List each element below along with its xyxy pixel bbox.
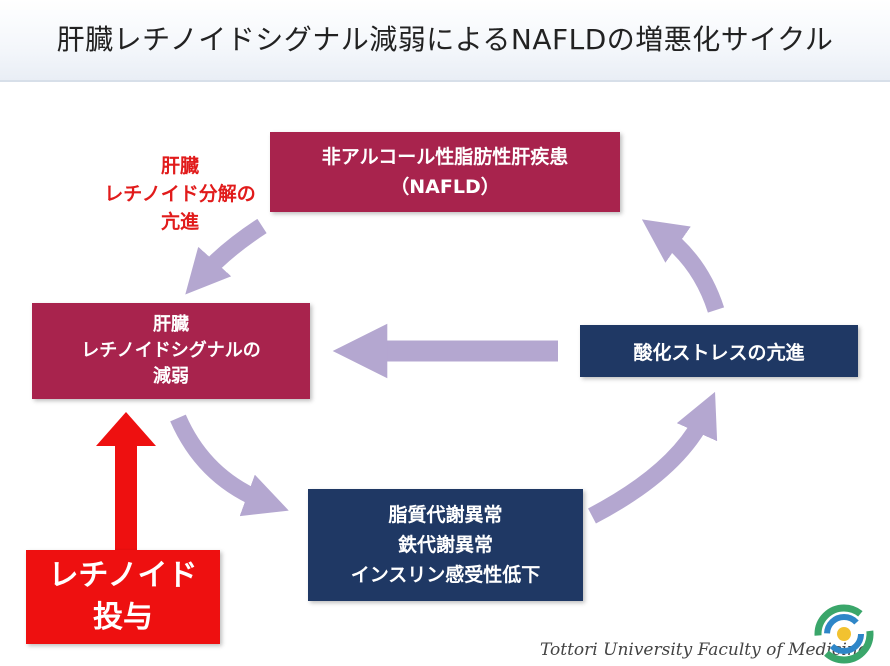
signal-line-1: 肝臓 <box>153 314 189 335</box>
metabolic-line-3: インスリン感受性低下 <box>350 564 541 586</box>
retinoid-line-1: レチノイド <box>48 558 198 593</box>
node-oxidative-stress: 酸化ストレスの亢進 <box>580 325 858 377</box>
annotation-retinoid-degradation: 肝臓 レチノイド分解の 亢進 <box>90 152 270 236</box>
metabolic-line-1: 脂質代謝異常 <box>388 504 503 526</box>
retinoid-line-2: 投与 <box>93 600 153 635</box>
nafld-line-2: （NAFLD） <box>390 176 500 198</box>
signal-line-3: 減弱 <box>153 366 189 387</box>
node-retinoid-administration: レチノイド 投与 <box>26 550 220 644</box>
arrow-retinoid-to-signal <box>96 412 156 552</box>
annotation-line-3: 亢進 <box>160 211 199 233</box>
title-bar: 肝臓レチノイドシグナル減弱によるNAFLDの増悪化サイクル <box>0 0 890 82</box>
node-nafld: 非アルコール性脂肪性肝疾患 （NAFLD） <box>270 132 620 212</box>
slide-title: 肝臓レチノイドシグナル減弱によるNAFLDの増悪化サイクル <box>56 23 834 56</box>
arrow-nafld-to-signal <box>185 218 267 295</box>
signal-line-2: レチノイドシグナルの <box>81 340 261 361</box>
oxidative-line-1: 酸化ストレスの亢進 <box>633 341 805 364</box>
annotation-line-1: 肝臓 <box>160 155 199 177</box>
institution-name: Tottori University Faculty of Medicine <box>540 640 868 660</box>
node-retinoid-signal: 肝臓 レチノイドシグナルの 減弱 <box>32 303 310 399</box>
arrow-metabolic-to-oxidative <box>588 391 718 524</box>
university-logo-icon <box>814 604 874 664</box>
nafld-line-1: 非アルコール性脂肪性肝疾患 <box>321 146 569 168</box>
arrow-oxidative-to-nafld <box>641 219 725 313</box>
arrow-signal-to-metabolic <box>170 414 289 517</box>
metabolic-line-2: 鉄代謝異常 <box>397 534 493 556</box>
node-metabolic-abnormality: 脂質代謝異常 鉄代謝異常 インスリン感受性低下 <box>308 489 583 601</box>
annotation-line-2: レチノイド分解の <box>104 183 256 205</box>
